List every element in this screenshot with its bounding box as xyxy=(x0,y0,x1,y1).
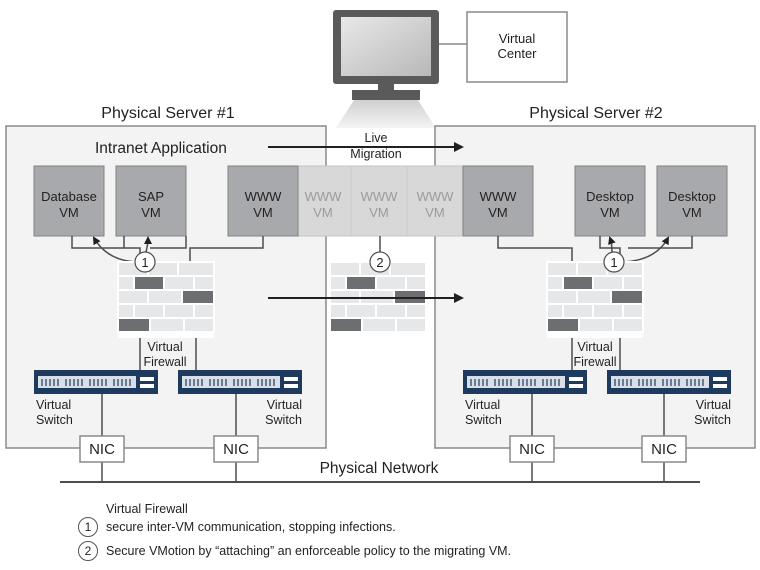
legend-marker-1: 1 xyxy=(78,517,98,537)
ghost-band xyxy=(296,165,464,237)
switch-icon xyxy=(607,370,731,394)
marker-2 xyxy=(369,251,391,273)
switch-icon xyxy=(178,370,302,394)
switch-icon xyxy=(34,370,158,394)
firewall-icon xyxy=(329,261,427,338)
svg-text:NIC: NIC xyxy=(89,441,115,458)
marker-1-right-text: 1 xyxy=(610,255,617,270)
nic-box: NIC xyxy=(79,435,125,463)
switch-nic-connectors xyxy=(101,394,665,482)
nic-box: NIC xyxy=(213,435,259,463)
nic-box: NIC xyxy=(509,435,555,463)
server1-title: Physical Server #1 xyxy=(101,105,234,122)
marker-1-right xyxy=(603,251,625,273)
monitor-icon xyxy=(333,10,439,100)
firewall-icon xyxy=(117,261,215,338)
svg-text:NIC: NIC xyxy=(651,441,677,458)
marker-1-left xyxy=(134,251,156,273)
firewall-icon xyxy=(546,261,644,338)
firewall-switch-connectors xyxy=(139,338,621,370)
svg-text:NIC: NIC xyxy=(519,441,545,458)
intranet-app-label: Intranet Application xyxy=(95,140,227,157)
physical-network-label: Physical Network xyxy=(320,460,439,477)
marker-2-text: 2 xyxy=(376,255,383,270)
legend-heading: Virtual Firewall xyxy=(106,502,188,516)
nic-box: NIC xyxy=(641,435,687,463)
server2-title: Physical Server #2 xyxy=(529,105,662,122)
legend-marker-2: 2 xyxy=(78,541,98,561)
switch-icon xyxy=(463,370,587,394)
virtual-center-box xyxy=(466,11,568,83)
monitor-beam xyxy=(336,100,436,128)
marker-1-left-text: 1 xyxy=(141,255,148,270)
svg-text:NIC: NIC xyxy=(223,441,249,458)
